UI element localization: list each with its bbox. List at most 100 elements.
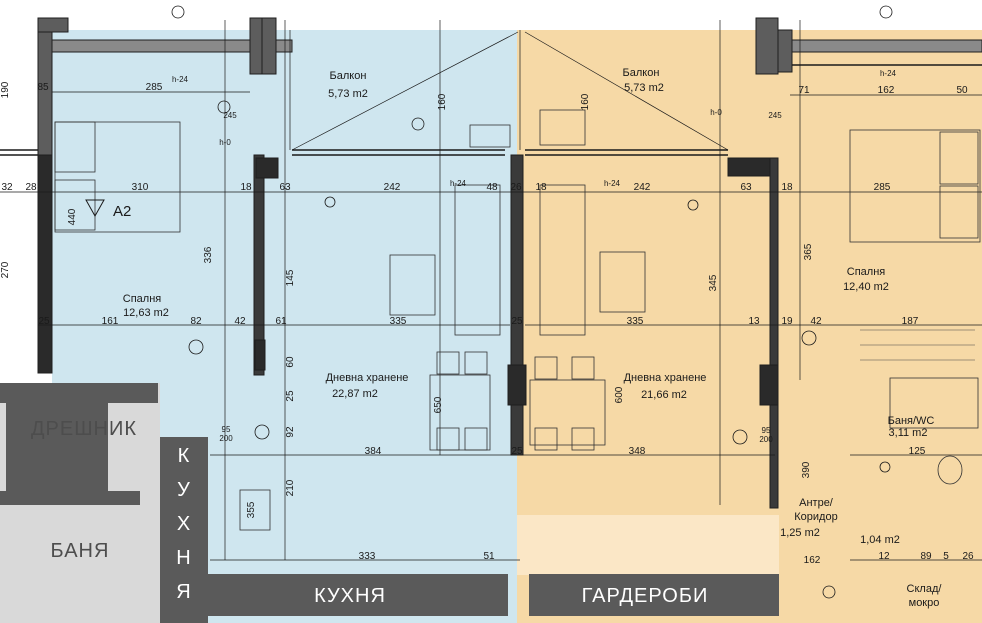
bathroom-right-name: Баня/WC [888,415,935,427]
dim: 26 [962,551,974,562]
dim: 42 [810,316,822,327]
dim: 160 [580,93,591,110]
dim: 63 [740,182,752,193]
dim: 200 [219,434,233,443]
unit-marker-icon [85,199,105,218]
dining-table-left [429,374,491,451]
dim: 162 [878,85,895,96]
dim: 650 [433,396,444,413]
hall-right-name2: Коридор [794,511,837,523]
dim: 210 [285,479,296,496]
dim: 285 [146,82,163,93]
overlay-mid-strip [0,491,140,505]
dimension-lines [0,20,982,561]
dim: 18 [781,182,793,193]
dim: 51 [483,551,495,562]
dim: 160 [437,93,448,110]
kitchen-bar-label: КУХНЯ [314,585,386,607]
dim: 42 [234,316,246,327]
dim: 333 [359,551,376,562]
living-right-name: Дневна хранене [624,372,707,384]
right-unit-lower-fill [517,515,779,575]
dim: 32 [1,182,13,193]
level-mark: h-24 [604,179,621,188]
level-mark: h-0 [710,108,722,117]
closet-block [6,403,108,491]
hall-right-name: Антре/ [799,497,834,509]
dim: 25 [511,446,523,457]
dim: 13 [748,316,760,327]
dim: 335 [390,316,407,327]
dim: 270 [0,261,11,278]
dim: 26 [510,182,522,193]
wardrobe-bar [529,574,779,616]
balcony-right-area: 5,73 m2 [624,82,664,94]
dim: 95 [762,426,771,435]
dim: 335 [627,316,644,327]
dim: 18 [535,182,547,193]
dim: 18 [240,182,252,193]
dim: 390 [801,461,812,478]
unit-label: A2 [113,203,131,220]
dim: 28 [25,182,37,193]
dim: 242 [384,182,401,193]
dim: 48 [486,182,498,193]
dim: 348 [629,446,646,457]
dim: 63 [279,182,291,193]
dim: 345 [708,274,719,291]
dim: 145 [285,269,296,286]
kitchen-letter: К [178,445,191,467]
dim: 200 [759,435,773,444]
level-mark: h-0 [219,138,231,147]
walls [37,17,982,509]
level-mark: h-24 [880,69,897,78]
bed-left [54,121,181,233]
dim: 95 [222,425,231,434]
dim: 190 [0,81,11,98]
balcony-left-name: Балкон [330,70,367,82]
kitchen-vertical-block [160,437,208,623]
kitchen-letter: Х [177,513,191,535]
balcony-right-name: Балкон [623,67,660,79]
bedroom-right-name: Спалня [847,266,886,278]
dim: 310 [132,182,149,193]
dim: 365 [803,243,814,260]
overlay-top-strip [0,383,158,403]
dim: 92 [285,426,296,438]
dim: 285 [874,182,891,193]
dim: 355 [246,501,257,518]
markers [171,5,893,599]
dim: 440 [67,208,78,225]
dimension-labels: 285 85 310 32 28 18 63 242 48 26 18 242 … [1,69,974,566]
dim: 50 [956,85,968,96]
dim: 161 [102,316,119,327]
dim: 245 [223,111,237,120]
dim: 125 [909,446,926,457]
level-mark: h-24 [450,179,467,188]
kitchen-letter: Я [176,581,191,603]
living-right-area: 21,66 m2 [641,389,687,401]
dim: 19 [781,316,793,327]
room-labels: Балкон 5,73 m2 Балкон 5,73 m2 Спалня 12,… [85,67,943,609]
dim: 85 [37,82,49,93]
hatch [860,329,975,361]
dim: 71 [798,85,810,96]
hall-right-area: 1,25 m2 [780,527,820,539]
dim: 162 [804,555,821,566]
kitchen-bar [208,574,508,616]
dim: 25 [511,316,523,327]
dining-table-right [529,379,606,446]
dim: 600 [614,386,625,403]
living-left-name: Дневна хранене [326,372,409,384]
dim: 89 [920,551,932,562]
storage-right-name2: мокро [909,597,940,609]
bedroom-left-name: Спалня [123,293,162,305]
dim: 384 [365,446,382,457]
storage-right-area: 1,04 m2 [860,534,900,546]
vertical-dimension-labels: 336 440 270 190 650 600 345 355 365 145 … [0,81,814,518]
dim: 5 [943,551,949,562]
level-mark: h-24 [172,75,189,84]
dim: 25 [38,316,50,327]
storage-right-name: Склад/ [907,583,943,595]
dim: 12 [878,551,890,562]
